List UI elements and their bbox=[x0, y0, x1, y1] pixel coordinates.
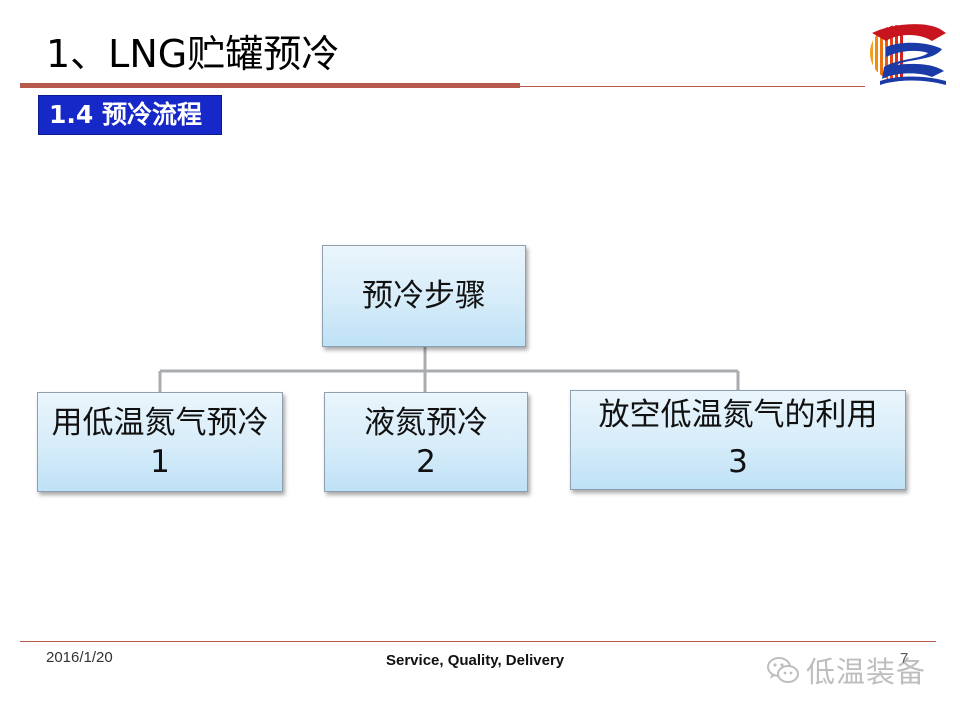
slide-title: 1、LNG贮罐预冷 bbox=[46, 32, 340, 76]
footer-date: 2016/1/20 bbox=[46, 649, 113, 666]
company-logo-icon bbox=[870, 24, 946, 85]
root-node-label: 预冷步骤 bbox=[362, 278, 486, 314]
section-tag: 1.4 预冷流程 bbox=[38, 95, 222, 135]
step-node-label: 液氮预冷 bbox=[364, 405, 488, 441]
step-node-number: 2 bbox=[416, 444, 436, 480]
step-node-number: 3 bbox=[728, 444, 748, 480]
step-node-label: 放空低温氮气的利用 bbox=[598, 397, 878, 433]
watermark-text: 低温装备 bbox=[806, 655, 927, 689]
watermark: 低温装备 bbox=[766, 650, 926, 690]
title-underline-thick bbox=[20, 83, 520, 88]
footer-rule bbox=[20, 641, 936, 642]
footer-tagline: Service, Quality, Delivery bbox=[386, 652, 565, 669]
root-node: 预冷步骤 bbox=[322, 245, 526, 347]
step-node-number: 1 bbox=[150, 444, 170, 480]
wechat-icon bbox=[767, 657, 799, 683]
step-node-2: 液氮预冷 2 bbox=[324, 392, 528, 492]
title-underline-thin bbox=[520, 86, 865, 87]
page-number: 7 bbox=[900, 650, 909, 667]
step-node-label: 用低温氮气预冷 bbox=[51, 405, 269, 441]
step-node-1: 用低温氮气预冷 1 bbox=[37, 392, 283, 492]
step-node-3: 放空低温氮气的利用 3 bbox=[570, 390, 906, 490]
